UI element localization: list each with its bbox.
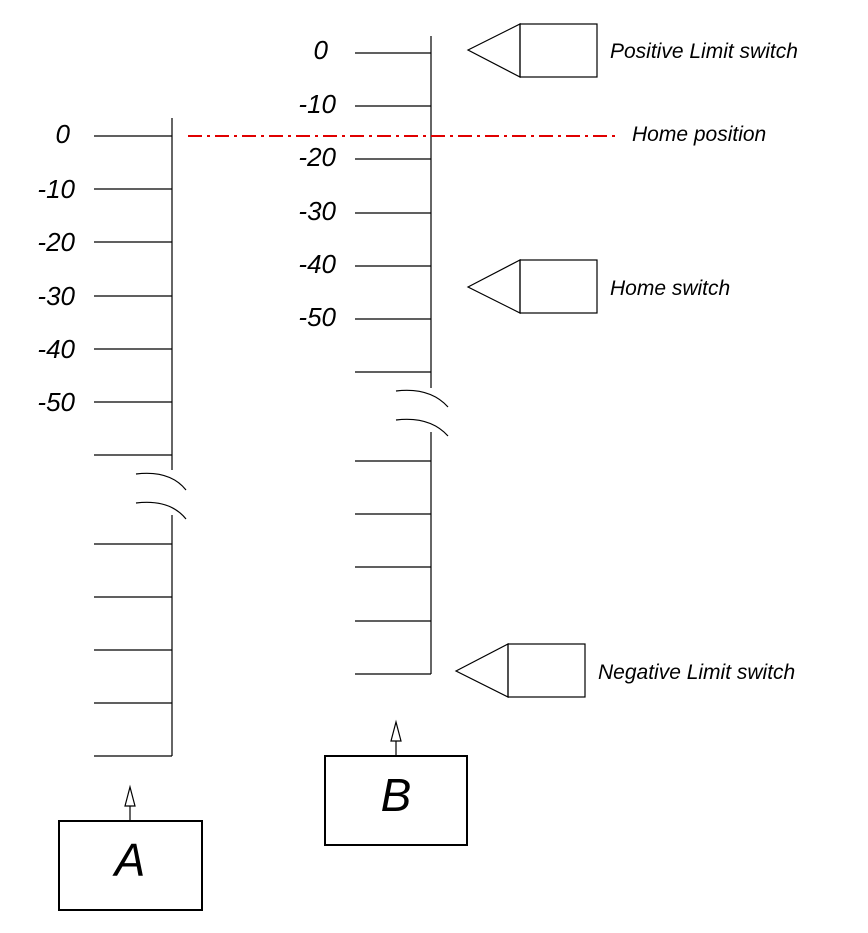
break-mark (135, 501, 187, 520)
box-a-label: A (112, 834, 146, 886)
positive-limit-switch-icon (466, 23, 598, 78)
scale-b-label: -20 (298, 142, 336, 172)
negative-limit-switch-icon (454, 643, 586, 698)
scale-b: 0 -10 -20 -30 -40 -50 (298, 35, 449, 675)
break-mark (395, 418, 449, 437)
positive-limit-switch-label: Positive Limit switch (610, 40, 798, 63)
negative-limit-switch-label: Negative Limit switch (598, 661, 795, 684)
scale-a-label: -10 (37, 174, 75, 204)
scale-b-label: 0 (314, 35, 329, 65)
home-switch-icon (466, 259, 598, 314)
break-mark (135, 472, 187, 491)
arrow-up-icon (124, 784, 136, 807)
home-switch-label: Home switch (610, 277, 730, 300)
box-b-label: B (381, 769, 412, 821)
scale-a-label: -40 (37, 334, 75, 364)
break-mark (395, 389, 449, 408)
scale-a-label: -20 (37, 227, 75, 257)
scale-b-label: -30 (298, 196, 336, 226)
scale-b-label: -40 (298, 249, 336, 279)
scale-a-label: 0 (56, 119, 71, 149)
box-b: B (324, 719, 468, 846)
scale-b-label: -10 (298, 89, 336, 119)
scale-b-label: -50 (298, 302, 336, 332)
scale-a-label: -50 (37, 387, 75, 417)
arrow-up-icon (390, 719, 402, 742)
scale-a-label: -30 (37, 281, 75, 311)
box-a: A (58, 784, 203, 911)
home-position-label: Home position (632, 123, 766, 146)
scale-a: 0 -10 -20 -30 -40 -50 (37, 118, 187, 757)
